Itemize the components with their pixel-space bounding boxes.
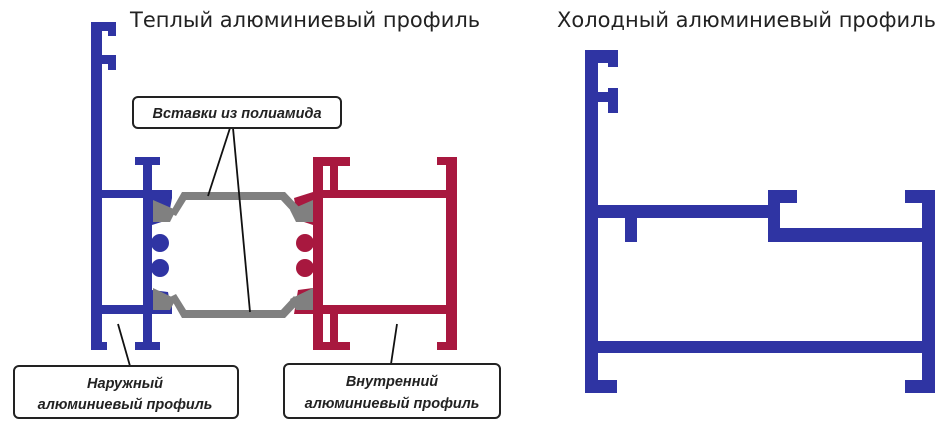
callout-inner-line2: алюминиевый профиль [305,396,480,412]
polyamide-inserts [153,192,313,318]
callout-inner-profile: Внутренний алюминиевый профиль [283,363,501,419]
callout-outer-line1: Наружный [87,376,163,392]
leader-line-outer [117,323,131,367]
callout-polyamide: Вставки из полиамида [132,96,342,129]
callout-outer-line2: алюминиевый профиль [38,397,213,413]
cold-profile-title: Холодный алюминиевый профиль [557,8,936,32]
warm-profile-title: Теплый алюминиевый профиль [129,8,480,32]
leader-line-polyamide-bottom [232,127,251,313]
leader-line-polyamide-top [207,127,231,197]
callout-polyamide-text: Вставки из полиамида [152,106,321,122]
inner-aluminum-profile [294,157,457,350]
callout-outer-profile: Наружный алюминиевый профиль [13,365,239,419]
callout-inner-line1: Внутренний [346,374,438,390]
cold-aluminum-profile [585,50,935,393]
leader-line-inner [390,323,398,365]
